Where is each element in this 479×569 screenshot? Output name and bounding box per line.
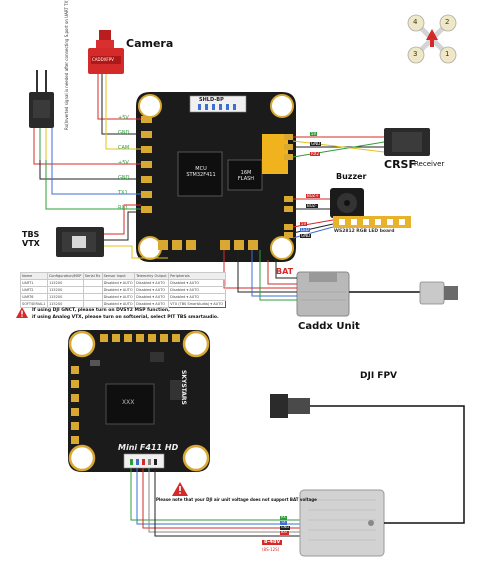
bottom-flight-controller-board <box>68 330 210 472</box>
rx-pad-label: RX2 <box>310 151 321 156</box>
table-header-row: Name Configuration/MSP Serial Rx Sensor … <box>20 272 226 280</box>
left-wires <box>33 118 141 210</box>
table-row: UART1 115200 Disabled ▾ AUTO Disabled ▾ … <box>20 279 226 287</box>
crsf-receiver-icon <box>292 128 430 158</box>
camera-brand-label: CADDXFPV <box>92 57 114 62</box>
led-pad-label: GND <box>300 233 312 238</box>
table-cell[interactable]: Disabled ▾ AUTO <box>134 300 170 308</box>
table-cell[interactable]: 115200 <box>46 286 84 294</box>
mcu-label: MCU STM32F411 <box>186 166 216 178</box>
table-cell[interactable]: Disabled ▾ AUTO <box>134 293 170 301</box>
table-cell[interactable]: Disabled ▾ AUTO <box>101 293 136 301</box>
bat-label: BAT <box>276 267 294 276</box>
flash-label: 16M FLASH <box>237 170 255 182</box>
pad-label: GND <box>118 175 130 181</box>
buzzer-icon <box>293 188 364 218</box>
warning-icon <box>16 307 28 318</box>
direction-arrow-icon <box>426 29 438 40</box>
camera-icon <box>88 30 124 118</box>
rx-note-label: Rx(Inverted signal is needed after conne… <box>64 0 69 130</box>
note-line-1: If using DJI GNCT, please turn on DVSY2 … <box>32 308 170 313</box>
pad-label: +5V <box>118 115 129 121</box>
chip-label: XXX <box>122 399 135 406</box>
dji-wire-label: TX <box>280 520 287 525</box>
led-pad-label: 5V <box>300 221 308 226</box>
rx-pad-label: 5V <box>310 131 318 136</box>
tbs-vtx-label: TBS VTX <box>22 230 40 248</box>
caddx-unit-label: Caddx Unit <box>298 321 360 332</box>
pad-label: GND <box>118 130 130 136</box>
table-cell[interactable]: Disabled ▾ AUTO <box>168 286 226 294</box>
pad-label: +5V <box>118 160 129 166</box>
table-header: Telemetry Output <box>134 272 170 280</box>
buzzer-pad-label: BUZ- <box>306 203 318 208</box>
table-cell[interactable] <box>82 300 103 308</box>
table-cell[interactable]: VTX (TBS SmartAudio) ▾ AUTO <box>168 300 226 308</box>
table-header: Peripherals <box>168 272 226 280</box>
led-board-label: WS2812 RGB LED board <box>334 229 395 234</box>
buzzer-pad-label: BUZ+ <box>306 193 320 198</box>
led-pad-label: LED <box>300 227 310 232</box>
board-name-label: Mini F411 HD <box>118 443 179 452</box>
caddx-unit-icon <box>223 250 458 317</box>
top-flight-controller-board <box>136 92 296 262</box>
shld-bp-label: SHLD-BP <box>199 97 224 103</box>
warning-icon-2 <box>172 482 188 496</box>
rx-module-icon <box>29 70 54 160</box>
table-cell[interactable]: 115200 <box>46 293 84 301</box>
table-row: UART2 115200 Disabled ▾ AUTO Disabled ▾ … <box>20 286 226 294</box>
table-cell[interactable]: Disabled ▾ AUTO <box>101 286 136 294</box>
dji-wire-label: GND <box>280 525 291 530</box>
table-header: Name <box>20 272 48 280</box>
tbs-vtx-icon <box>56 204 168 259</box>
pad-label: CAM <box>118 145 130 151</box>
table-cell[interactable]: Disabled ▾ AUTO <box>168 293 226 301</box>
table-cell[interactable]: 115200 <box>46 300 84 308</box>
pad-label: RX1 <box>118 205 129 211</box>
dji-wire-label: RX <box>280 515 287 520</box>
motor-number: 2 <box>445 18 450 26</box>
motor-number: 1 <box>445 50 450 58</box>
table-row: SOFTSERIAL1 115200 Disabled ▾ AUTO Disab… <box>20 300 226 308</box>
table-cell[interactable] <box>82 293 103 301</box>
motor-number: 4 <box>413 18 418 26</box>
table-cell[interactable]: Disabled ▾ AUTO <box>134 279 170 287</box>
table-cell[interactable]: Disabled ▾ AUTO <box>134 286 170 294</box>
camera-label: Camera <box>126 37 174 50</box>
dji-voltage-sub-label: (8S-12S) <box>262 547 280 552</box>
table-cell: SOFTSERIAL1 <box>20 300 48 308</box>
led-board-icon <box>292 216 411 239</box>
rx-pad-label: GND <box>310 141 322 146</box>
table-cell: UART1 <box>20 279 48 287</box>
brand-label: SKYSTARS <box>180 370 187 405</box>
table-cell[interactable]: Disabled ▾ AUTO <box>168 279 226 287</box>
table-cell[interactable]: Disabled ▾ AUTO <box>101 279 136 287</box>
buzzer-label: Buzzer <box>336 172 367 181</box>
dji-fpv-label: DJI FPV <box>360 371 398 381</box>
note-line-2: if using Analog VTX, please turn on soft… <box>32 315 219 320</box>
quad-layout-icon <box>407 14 457 64</box>
dji-fpv-unit-icon <box>270 394 465 557</box>
ports-config-table: Name Configuration/MSP Serial Rx Sensor … <box>20 272 226 308</box>
dji-voltage-note: Please note that your DJI air unit volta… <box>156 497 317 502</box>
table-cell[interactable] <box>82 279 103 287</box>
table-header: Configuration/MSP <box>46 272 84 280</box>
table-row: UART6 115200 Disabled ▾ AUTO Disabled ▾ … <box>20 293 226 301</box>
table-cell[interactable]: Disabled ▾ AUTO <box>101 300 136 308</box>
table-cell[interactable] <box>82 286 103 294</box>
table-header: Sensor Input <box>101 272 136 280</box>
dji-voltage-label: 8-48V <box>262 539 283 545</box>
motor-number: 3 <box>413 50 418 58</box>
table-cell[interactable]: 115200 <box>46 279 84 287</box>
table-cell: UART6 <box>20 293 48 301</box>
dji-wire-label: BAT <box>280 530 289 535</box>
dji-wires <box>130 468 300 537</box>
crsf-label: CRSF <box>384 158 416 171</box>
receiver-label: Receiver <box>414 160 445 168</box>
table-header: Serial Rx <box>82 272 103 280</box>
pad-label: TX1 <box>118 190 128 196</box>
table-cell: UART2 <box>20 286 48 294</box>
